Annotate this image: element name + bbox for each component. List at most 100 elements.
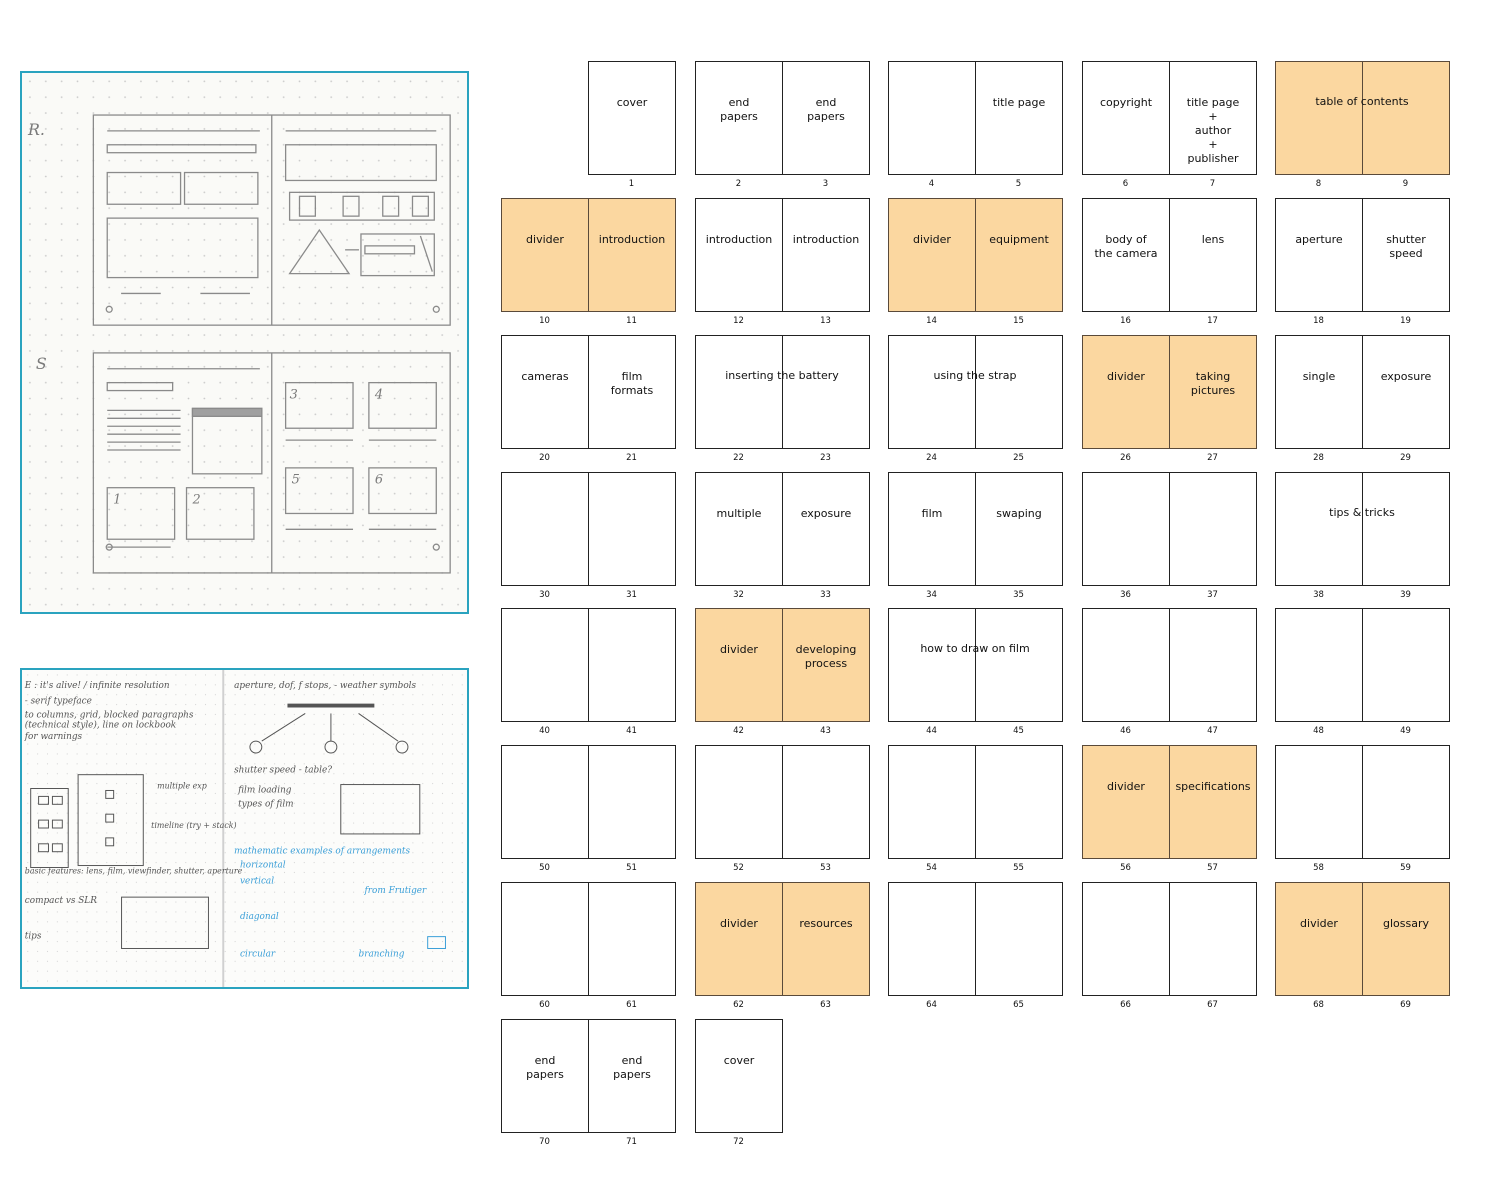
page-number-7: 7 (1209, 179, 1216, 189)
page-label-21: film formats (610, 370, 654, 397)
page-label-32: multiple (716, 507, 762, 520)
page-label-15: equipment (989, 233, 1049, 246)
note-blue-7: branching (359, 949, 405, 959)
page-13: introduction (782, 198, 870, 312)
note-blue-3: vertical (240, 876, 274, 886)
page-64 (888, 882, 976, 996)
page-number-69: 69 (1400, 1000, 1411, 1010)
page-number-16: 16 (1120, 316, 1131, 326)
page-17: lens (1169, 198, 1257, 312)
spread-label: how to draw on film (920, 642, 1030, 655)
page-number-46: 46 (1120, 726, 1131, 736)
spread-label: using the strap (933, 369, 1017, 382)
page-number-55: 55 (1013, 863, 1024, 873)
page-label-16: body of the camera (1094, 233, 1158, 260)
page-number-11: 11 (626, 316, 637, 326)
note-blue-6: circular (240, 949, 276, 959)
page-number-10: 10 (539, 316, 550, 326)
page-number-34: 34 (926, 590, 937, 600)
page-70: end papers (501, 1019, 589, 1133)
page-number-72: 72 (733, 1137, 744, 1147)
page-label-42: divider (720, 643, 758, 656)
page-label-10: divider (526, 233, 564, 246)
page-57: specifications (1169, 745, 1257, 859)
page-label-35: swaping (996, 507, 1042, 520)
page-32: multiple (695, 472, 783, 586)
note-line-18: basic features: lens, film, viewfinder, … (25, 866, 243, 875)
page-number-5: 5 (1015, 179, 1022, 189)
page-number-29: 29 (1400, 453, 1411, 463)
page-label-3: end papers (807, 96, 845, 123)
page-number-1: 1 (628, 179, 635, 189)
page-number-27: 27 (1207, 453, 1218, 463)
page-label-43: developing process (795, 643, 857, 670)
page-3: end papers (782, 61, 870, 175)
page-5: title page (975, 61, 1063, 175)
page-label-26: divider (1107, 370, 1145, 383)
page-label-29: exposure (1380, 370, 1432, 383)
page-label-7: title page + author + publisher (1186, 96, 1240, 165)
page-label-28: single (1302, 370, 1336, 383)
page-label-62: divider (720, 917, 758, 930)
page-number-45: 45 (1013, 726, 1024, 736)
note-line-2: - serif typeface (25, 697, 92, 707)
page-50 (501, 745, 589, 859)
page-29: exposure (1362, 335, 1450, 449)
page-number-32: 32 (733, 590, 744, 600)
page-number-67: 67 (1207, 1000, 1218, 1010)
page-20: cameras (501, 335, 589, 449)
page-label-56: divider (1107, 780, 1145, 793)
spread-label: tips & tricks (1329, 506, 1395, 519)
page-label-5: title page (992, 96, 1046, 109)
page-number-40: 40 (539, 726, 550, 736)
page-number-13: 13 (820, 316, 831, 326)
note-line-9: types of film (238, 799, 294, 809)
page-number-44: 44 (926, 726, 937, 736)
page-23 (782, 335, 870, 449)
page-label-57: specifications (1175, 780, 1251, 793)
page-label-27: taking pictures (1190, 370, 1236, 397)
page-number-64: 64 (926, 1000, 937, 1010)
page-number-35: 35 (1013, 590, 1024, 600)
page-number-36: 36 (1120, 590, 1131, 600)
page-44 (888, 608, 976, 722)
page-72: cover (695, 1019, 783, 1133)
page-25 (975, 335, 1063, 449)
page-number-15: 15 (1013, 316, 1024, 326)
page-number-48: 48 (1313, 726, 1324, 736)
page-number-6: 6 (1122, 179, 1129, 189)
page-number-22: 22 (733, 453, 744, 463)
note-line-17: compact vs SLR (25, 896, 97, 906)
spread-44-45: 44 45 how to draw on film (888, 608, 1063, 738)
page-49 (1362, 608, 1450, 722)
page-number-12: 12 (733, 316, 744, 326)
page-8 (1275, 61, 1363, 175)
note-line-20: timeline (try + stack) (151, 821, 236, 830)
page-label-6: copyright (1099, 96, 1153, 109)
page-number-70: 70 (539, 1137, 550, 1147)
page-54 (888, 745, 976, 859)
page-label-11: introduction (598, 233, 666, 246)
page-number-9: 9 (1402, 179, 1409, 189)
page-41 (588, 608, 676, 722)
page-label-19: shutter speed (1386, 233, 1426, 260)
page-12: introduction (695, 198, 783, 312)
page-59 (1362, 745, 1450, 859)
page-number-50: 50 (539, 863, 550, 873)
page-4 (888, 61, 976, 175)
note-line-5: for warnings (24, 732, 83, 742)
page-37 (1169, 472, 1257, 586)
page-number-21: 21 (626, 453, 637, 463)
page-label-13: introduction (792, 233, 860, 246)
